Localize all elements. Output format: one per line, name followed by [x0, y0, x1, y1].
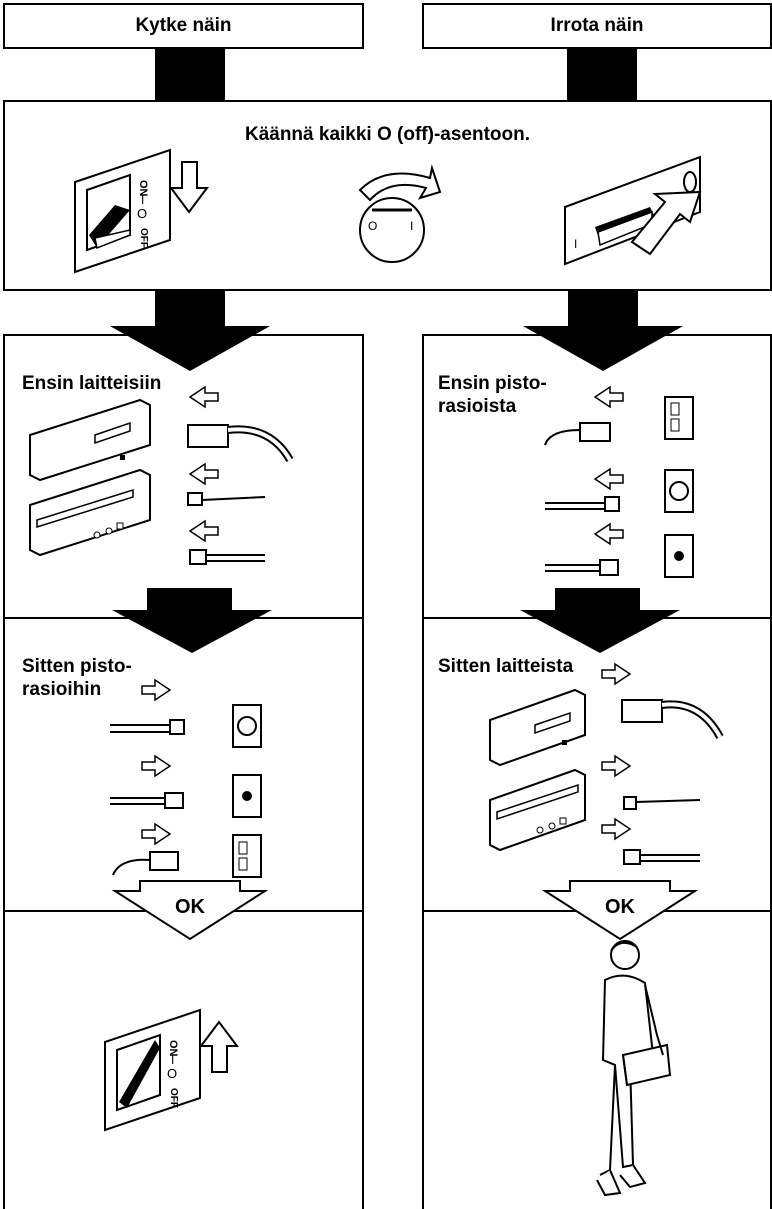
connect-ok-arrow [111, 880, 269, 941]
switch-on-icon: ON I O OFF [104, 1008, 239, 1132]
switch-one-label: I [141, 193, 144, 207]
disconnect-outlets-icon [544, 385, 694, 578]
switch-on-label: ON [137, 180, 149, 197]
connect-outlets-icon [110, 678, 262, 878]
disconnect-ok-label: OK [605, 896, 635, 918]
switch-off-label: OFF [138, 228, 149, 248]
connect-mid-arrow [112, 588, 272, 653]
disconnect-down-arrow-overlay [523, 291, 683, 371]
person-carrying-box-icon [596, 940, 672, 1197]
connect-cables-icon [187, 385, 294, 565]
rocker-switch-icon: I [564, 155, 702, 266]
knob-zero-label: O [368, 219, 377, 233]
switch-off-text: Käännä kaikki O (off)-asentoon. [244, 124, 531, 145]
disconnect-header: Irrota näin [550, 15, 644, 36]
knob-one-label: I [410, 219, 413, 233]
switch-zero-label: O [137, 206, 147, 221]
disconnect-mid-arrow [520, 588, 680, 653]
connect-stem [155, 49, 225, 100]
connect-then-label: Sitten pisto- rasioihin [22, 656, 132, 700]
disconnect-then-label: Sitten laitteista [438, 656, 574, 677]
rotary-knob-icon: O I [358, 164, 442, 263]
connect-header-box [3, 3, 364, 49]
switch-on-on-label: ON [167, 1040, 179, 1057]
switch-on-off-label: OFF [168, 1088, 179, 1108]
disconnect-first-label: Ensin pisto- rasioista [438, 373, 547, 417]
connect-header: Kytke näin [135, 15, 232, 36]
connect-ok-label: OK [175, 896, 205, 918]
toggle-switch-icon: ON I O OFF [74, 148, 209, 274]
disconnect-ok-arrow [541, 880, 699, 941]
device-units-icon [29, 398, 151, 557]
connect-down-arrow-overlay [110, 291, 270, 371]
disconnect-cables-icon [601, 662, 724, 865]
disconnect-stem [567, 49, 637, 100]
disconnect-device-units-icon [489, 688, 586, 852]
connect-first-label: Ensin laitteisiin [22, 373, 162, 394]
switch-on-one-label: I [171, 1053, 174, 1067]
switch-on-zero-label: O [167, 1066, 177, 1081]
disconnect-header-box [422, 3, 772, 49]
rocker-one-label: I [574, 237, 577, 251]
